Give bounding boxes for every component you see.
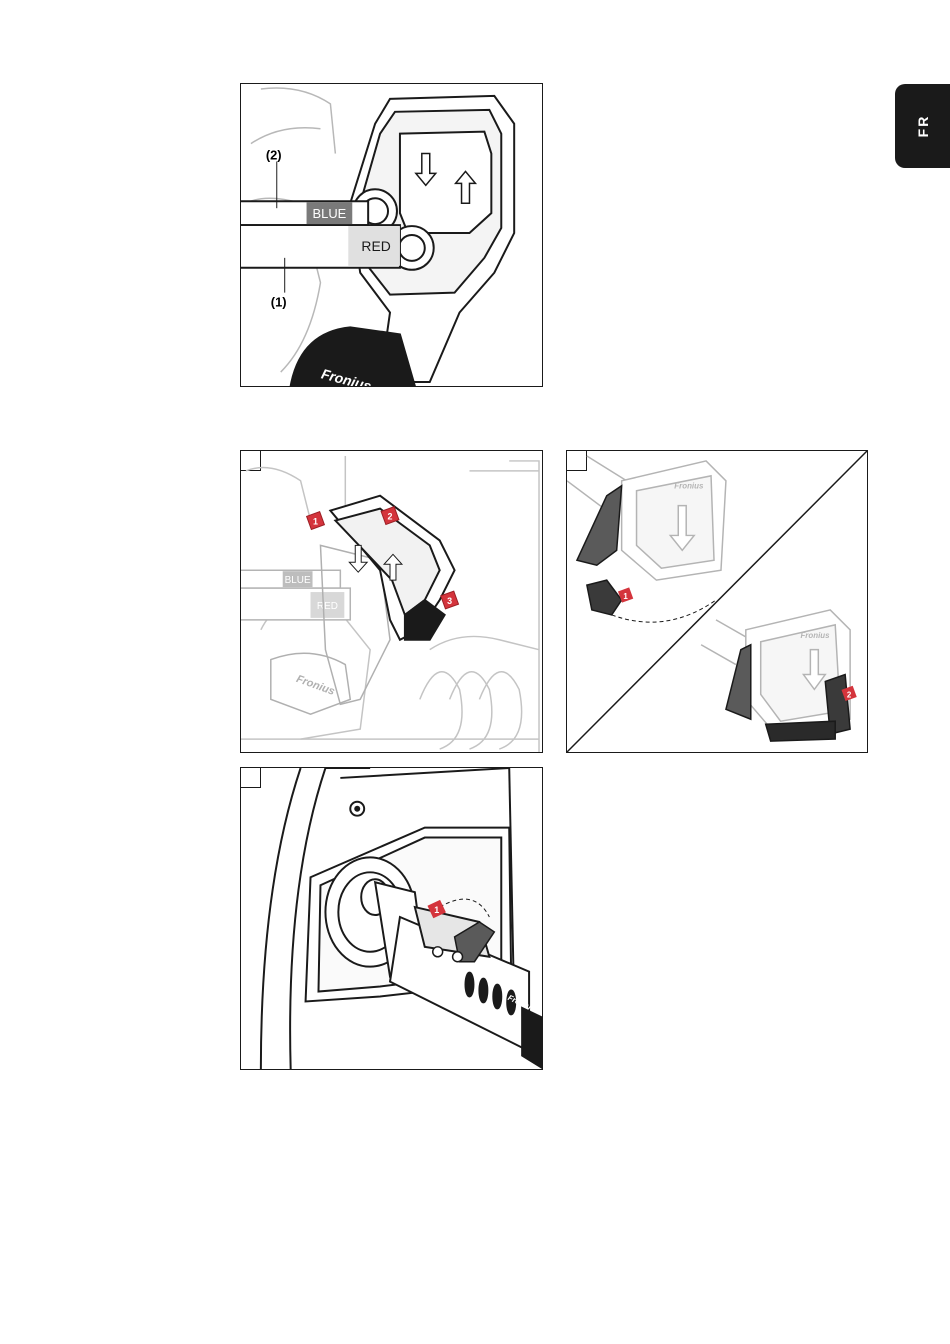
torch-connection-illustration: 1 Fronius (241, 768, 542, 1069)
figure-cable-connection: BLUE RED (2) (1) Fronius (240, 83, 543, 387)
figure-step-torch-connection: 1 Fronius (240, 767, 543, 1070)
step-marker-1: 1 (313, 517, 318, 527)
language-tab-label: FR (915, 115, 931, 138)
language-tab: FR (895, 84, 950, 168)
step-marker-2: 2 (847, 690, 852, 699)
cable-connection-illustration: BLUE RED (2) (1) Fronius (241, 84, 542, 386)
cover-fitting-illustration: BLUE RED 1 2 3 Fronius (241, 451, 542, 752)
red-label: RED (361, 238, 390, 254)
blue-label: BLUE (285, 575, 311, 586)
brand-logo: Fronius (295, 673, 337, 698)
callout-2: (2) (266, 148, 282, 163)
step-marker-2: 2 (388, 512, 393, 522)
brand-logo-top: Fronius (674, 482, 704, 491)
callout-1: (1) (271, 295, 287, 310)
figure-step-clip-release: 1 Fronius 2 Fronius (566, 450, 868, 753)
step-marker-1: 1 (623, 592, 628, 601)
red-label: RED (317, 601, 338, 612)
step-marker-3: 3 (447, 596, 452, 606)
figure-step-cover-fitting: BLUE RED 1 2 3 Fronius (240, 450, 543, 753)
step-marker-1: 1 (434, 905, 439, 915)
blue-label: BLUE (313, 206, 347, 221)
clip-release-illustration: 1 Fronius 2 Fronius (567, 451, 867, 752)
brand-logo-bottom: Fronius (800, 631, 830, 640)
